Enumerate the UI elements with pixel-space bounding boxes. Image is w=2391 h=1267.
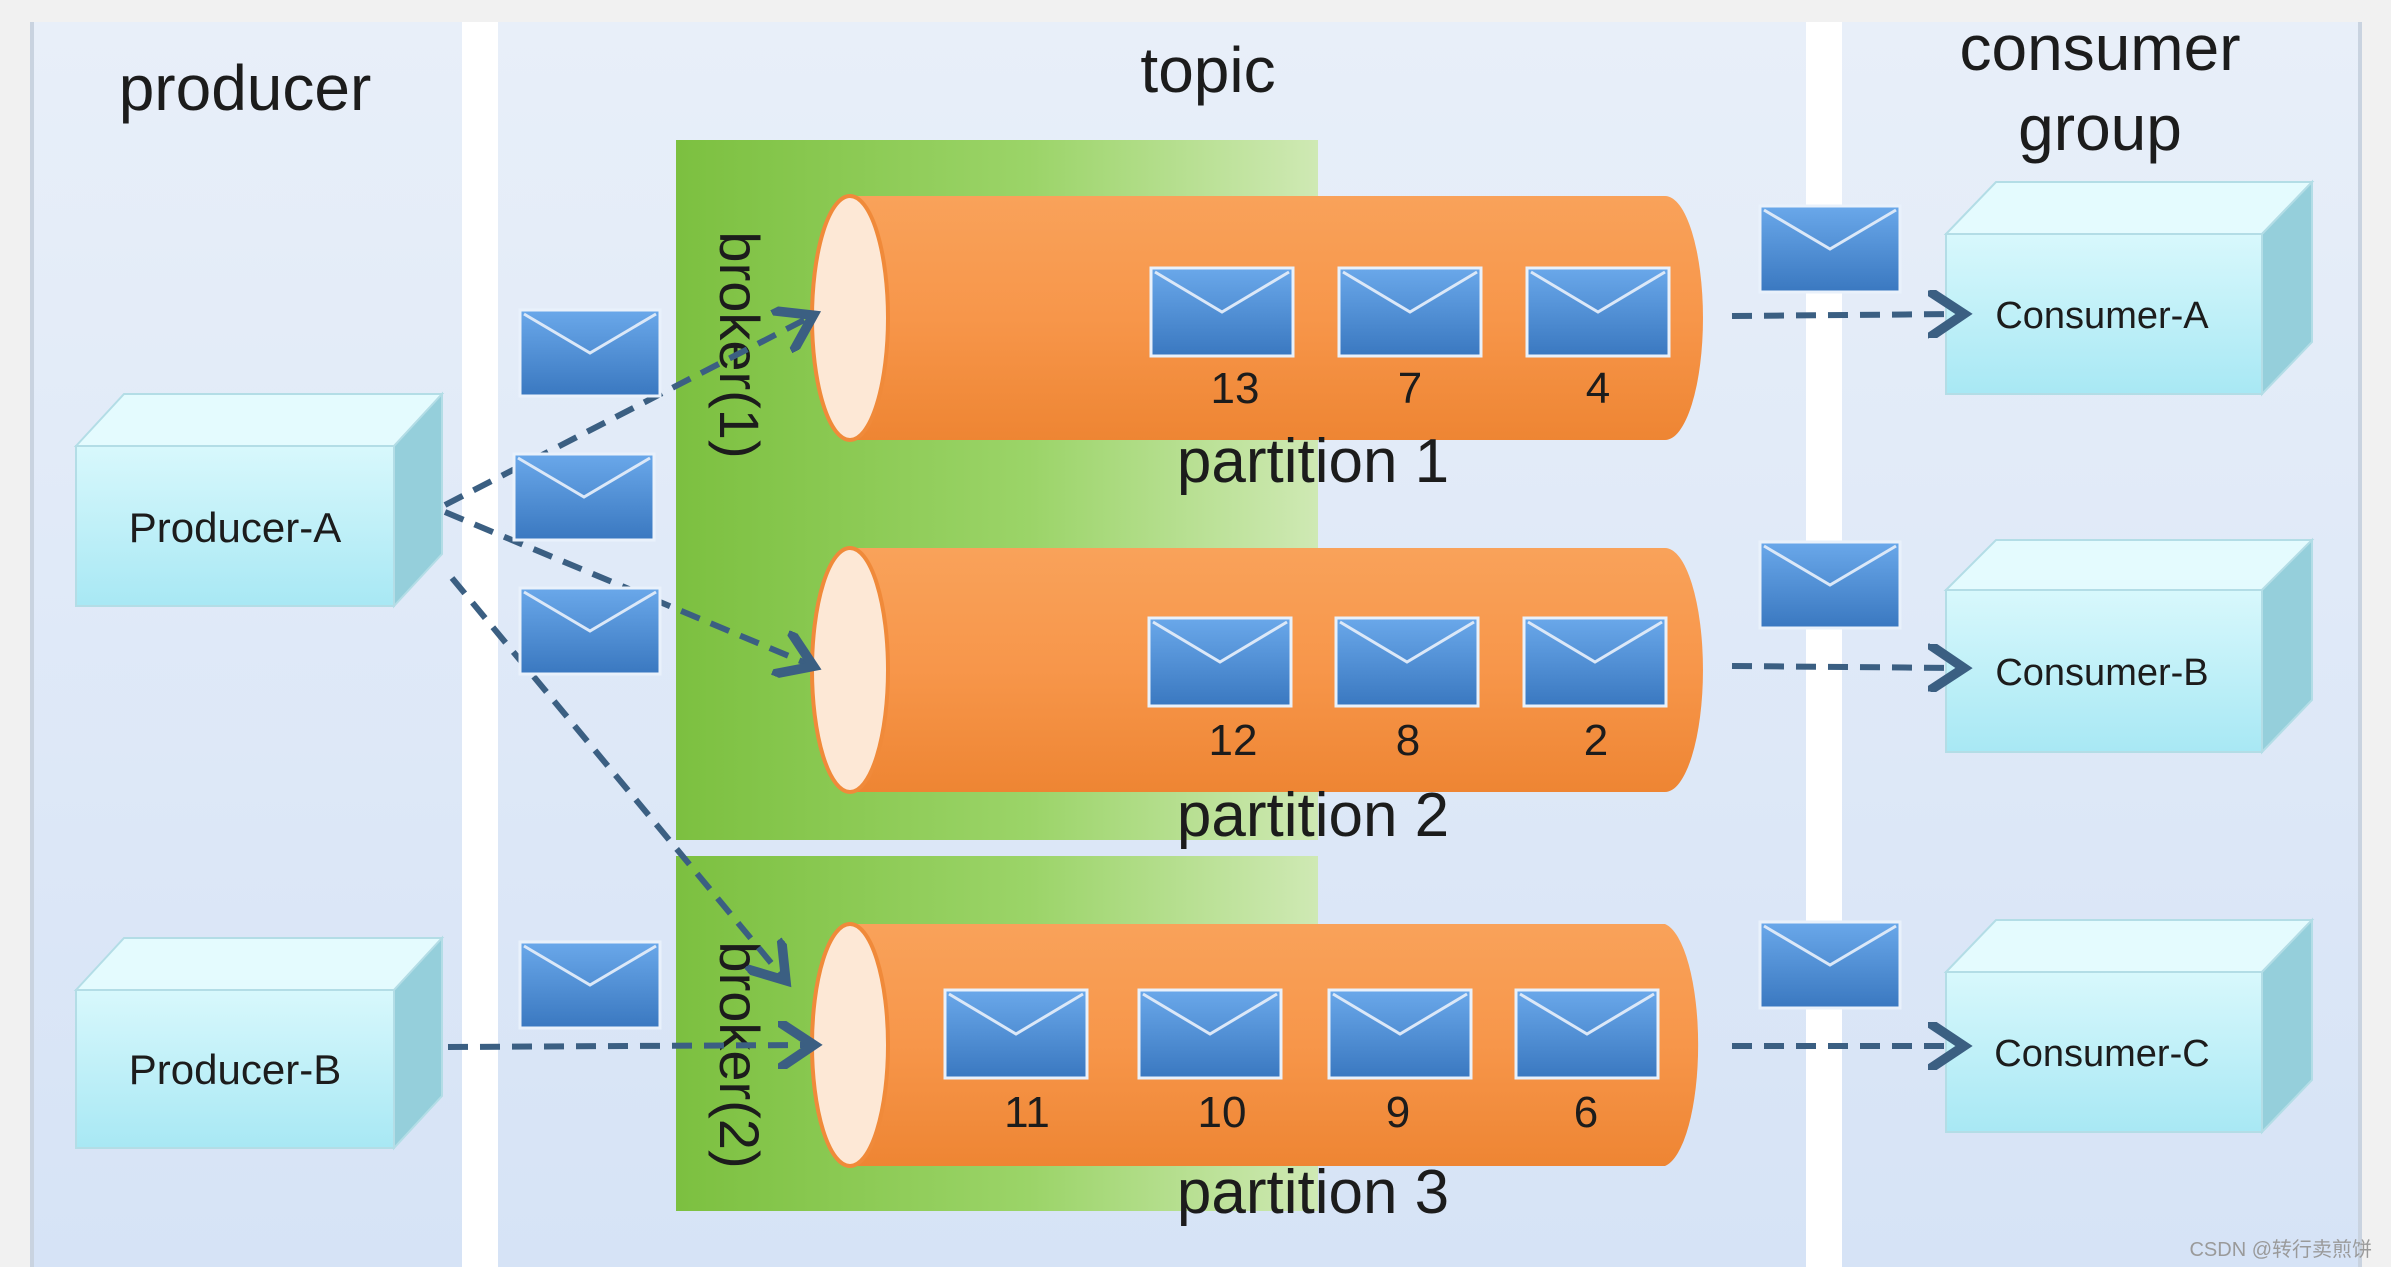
arrow-producer-b-to-partition-3 [447, 1045, 808, 1047]
consumer-c-box: Consumer-C [1943, 917, 2315, 1135]
arrow-partition-2-to-consumer-b [1731, 666, 1958, 668]
message-number: 6 [1574, 1088, 1598, 1137]
consumer-group-title-line1: consumer [1960, 12, 2241, 84]
envelope-icon [1337, 266, 1483, 358]
lane-border [30, 22, 34, 1267]
envelope-icon [1137, 988, 1283, 1080]
arrow-partition-1-to-consumer-a [1731, 314, 1958, 316]
in-transit-messages [512, 204, 1902, 1030]
partition-messages [943, 266, 1671, 1080]
message-number: 7 [1398, 364, 1422, 413]
consumer-a-label: Consumer-A [1995, 295, 2209, 337]
topic-column-title: topic [1140, 34, 1275, 106]
envelope-icon [1149, 266, 1295, 358]
message-number: 2 [1584, 716, 1608, 765]
envelope-icon [1758, 540, 1902, 630]
message-number: 9 [1386, 1088, 1410, 1137]
message-number: 13 [1211, 364, 1260, 413]
envelope-icon [1327, 988, 1473, 1080]
partition-3-label: partition 3 [1177, 1158, 1449, 1227]
partition-1-label: partition 1 [1177, 427, 1449, 496]
partition-2-label: partition 2 [1177, 781, 1449, 850]
envelope-icon [1522, 616, 1668, 708]
envelope-icon [1525, 266, 1671, 358]
message-number: 12 [1209, 716, 1258, 765]
consumer-a-box: Consumer-A [1943, 179, 2315, 397]
producer-column-title: producer [119, 52, 372, 124]
producer-a-box: Producer-A [73, 391, 445, 609]
envelope-icon [1147, 616, 1293, 708]
message-number: 11 [1004, 1088, 1050, 1137]
envelope-icon [1334, 616, 1480, 708]
watermark: CSDN @转行卖煎饼 [2189, 1238, 2372, 1261]
arrow-producer-a-to-partition-3 [449, 576, 782, 976]
consumer-b-label: Consumer-B [1995, 652, 2208, 694]
arrow-producer-a-to-partition-1 [443, 318, 808, 508]
envelope-icon [1758, 204, 1902, 294]
producer-a-label: Producer-A [129, 504, 341, 551]
lane-border [2358, 22, 2362, 1267]
envelope-icon [518, 940, 662, 1030]
envelope-icon [512, 452, 656, 542]
envelope-icon [518, 586, 662, 676]
envelope-icon [943, 988, 1089, 1080]
consumer-group-title-line2: group [2018, 92, 2182, 164]
consumer-b-box: Consumer-B [1943, 537, 2315, 755]
broker-2-label: broker(2) [708, 941, 771, 1168]
message-number: 4 [1586, 364, 1610, 413]
message-number: 8 [1396, 716, 1420, 765]
envelope-icon [1514, 988, 1660, 1080]
envelope-icon [518, 308, 662, 398]
message-number: 10 [1198, 1088, 1247, 1137]
lane-divider [462, 22, 498, 1267]
envelope-icon [1758, 920, 1902, 1010]
consumer-c-label: Consumer-C [1994, 1033, 2209, 1075]
producer-b-box: Producer-B [73, 935, 445, 1151]
producer-b-label: Producer-B [129, 1046, 341, 1093]
